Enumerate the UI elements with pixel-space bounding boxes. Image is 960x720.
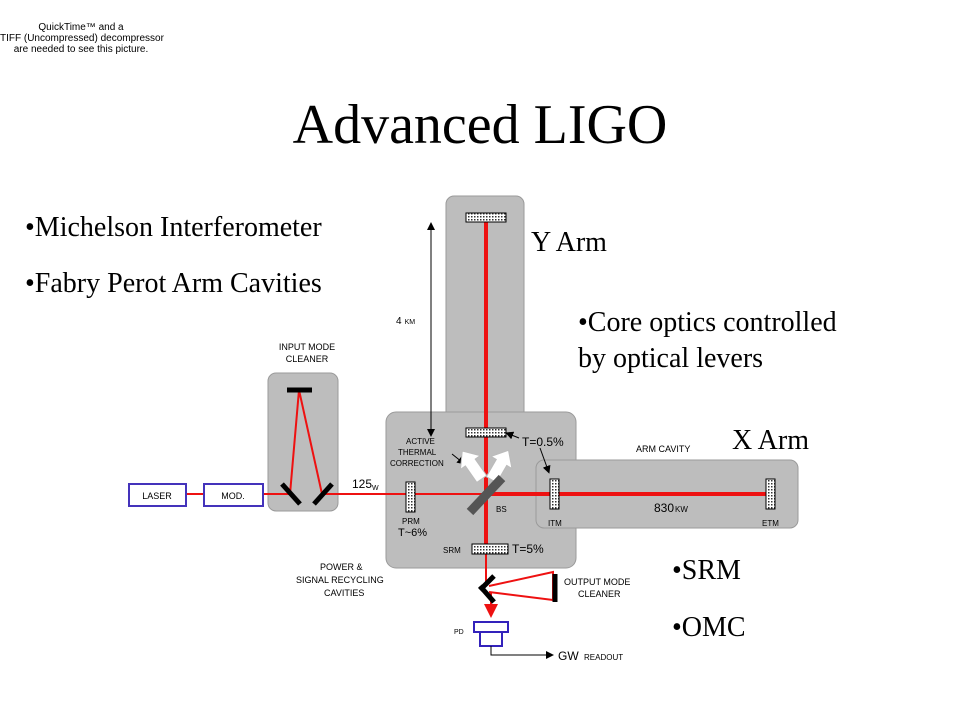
omc-label-2: CLEANER: [578, 589, 621, 599]
quicktime-placeholder: QuickTime™ and a TIFF (Uncompressed) dec…: [0, 22, 164, 66]
imc-label-1: INPUT MODE: [279, 342, 335, 352]
active-label-3: CORRECTION: [390, 459, 444, 468]
itm-y-mirror: [465, 427, 507, 438]
srm-mirror: [471, 543, 509, 555]
imc-right-mirror: [312, 482, 334, 506]
prm-mirror: [405, 481, 416, 513]
y-arm-label: Y Arm: [531, 227, 607, 258]
prsr-label-1: POWER &: [320, 562, 363, 572]
omc-output-mirror: [478, 584, 496, 604]
gw-label: GW: [558, 649, 579, 663]
arm-cavity-pointer: [539, 447, 551, 474]
prm-label: PRM: [402, 517, 420, 526]
beam-omc: [488, 570, 554, 602]
itm-y-transmission: T=0.5%: [522, 435, 564, 449]
pd-body: [479, 631, 503, 647]
etm-x-mirror: [765, 478, 776, 510]
core-optics-line-1: •Core optics controlled: [578, 307, 837, 338]
etm-y-mirror: [465, 212, 507, 223]
omc-label-1: OUTPUT MODE: [564, 577, 630, 587]
readout-label: READOUT: [584, 653, 623, 662]
pd-label: PD: [454, 629, 464, 636]
slide-title: Advanced LIGO: [292, 94, 668, 156]
quicktime-line-2: TIFF (Uncompressed) decompressor: [0, 33, 164, 44]
thermal-arrow-left: [459, 450, 488, 484]
active-label-2: THERMAL: [398, 448, 437, 457]
mod-label: MOD.: [221, 491, 245, 501]
input-power: 125W: [352, 477, 379, 492]
prm-transmission: T~6%: [398, 527, 427, 539]
imc-left-mirror: [280, 482, 302, 506]
mod-box: [203, 483, 264, 507]
active-label-1: ACTIVE: [406, 437, 435, 446]
laser-label: LASER: [142, 491, 172, 501]
beamsplitter: [466, 474, 506, 516]
prsr-label-2: SIGNAL RECYCLING: [296, 575, 384, 585]
quicktime-line-3: are needed to see this picture.: [13, 44, 149, 55]
gw-readout-line: [490, 646, 554, 659]
x-arm-label: X Arm: [732, 425, 809, 456]
arm-cavity-label: ARM CAVITY: [636, 444, 690, 454]
bullet-srm: •SRM: [672, 555, 741, 586]
core-optics-line-2: by optical levers: [578, 343, 764, 374]
bullet-michelson: •Michelson Interferometer: [25, 212, 322, 243]
quicktime-line-1: QuickTime™ and a: [38, 22, 124, 33]
input-mode-cleaner-panel: [267, 372, 339, 512]
itm-y-pointer: [505, 431, 520, 440]
arm-power: 830KW: [654, 501, 688, 515]
srm-transmission: T=5%: [512, 542, 544, 556]
srm-label: SRM: [443, 546, 461, 555]
etm-x-label: ETM: [762, 519, 779, 528]
bullet-fabry-perot: •Fabry Perot Arm Cavities: [25, 268, 322, 299]
bs-label: BS: [496, 505, 507, 514]
bullet-omc: •OMC: [672, 612, 746, 643]
imc-label-2: CLEANER: [286, 354, 329, 364]
itm-x-mirror: [549, 478, 560, 510]
pd-top: [473, 621, 509, 633]
thermal-pointer: [451, 453, 466, 465]
itm-x-label: ITM: [548, 519, 562, 528]
laser-box: [128, 483, 187, 507]
beam-pd-arrowhead: [484, 604, 498, 618]
prsr-label-3: CAVITIES: [324, 588, 364, 598]
